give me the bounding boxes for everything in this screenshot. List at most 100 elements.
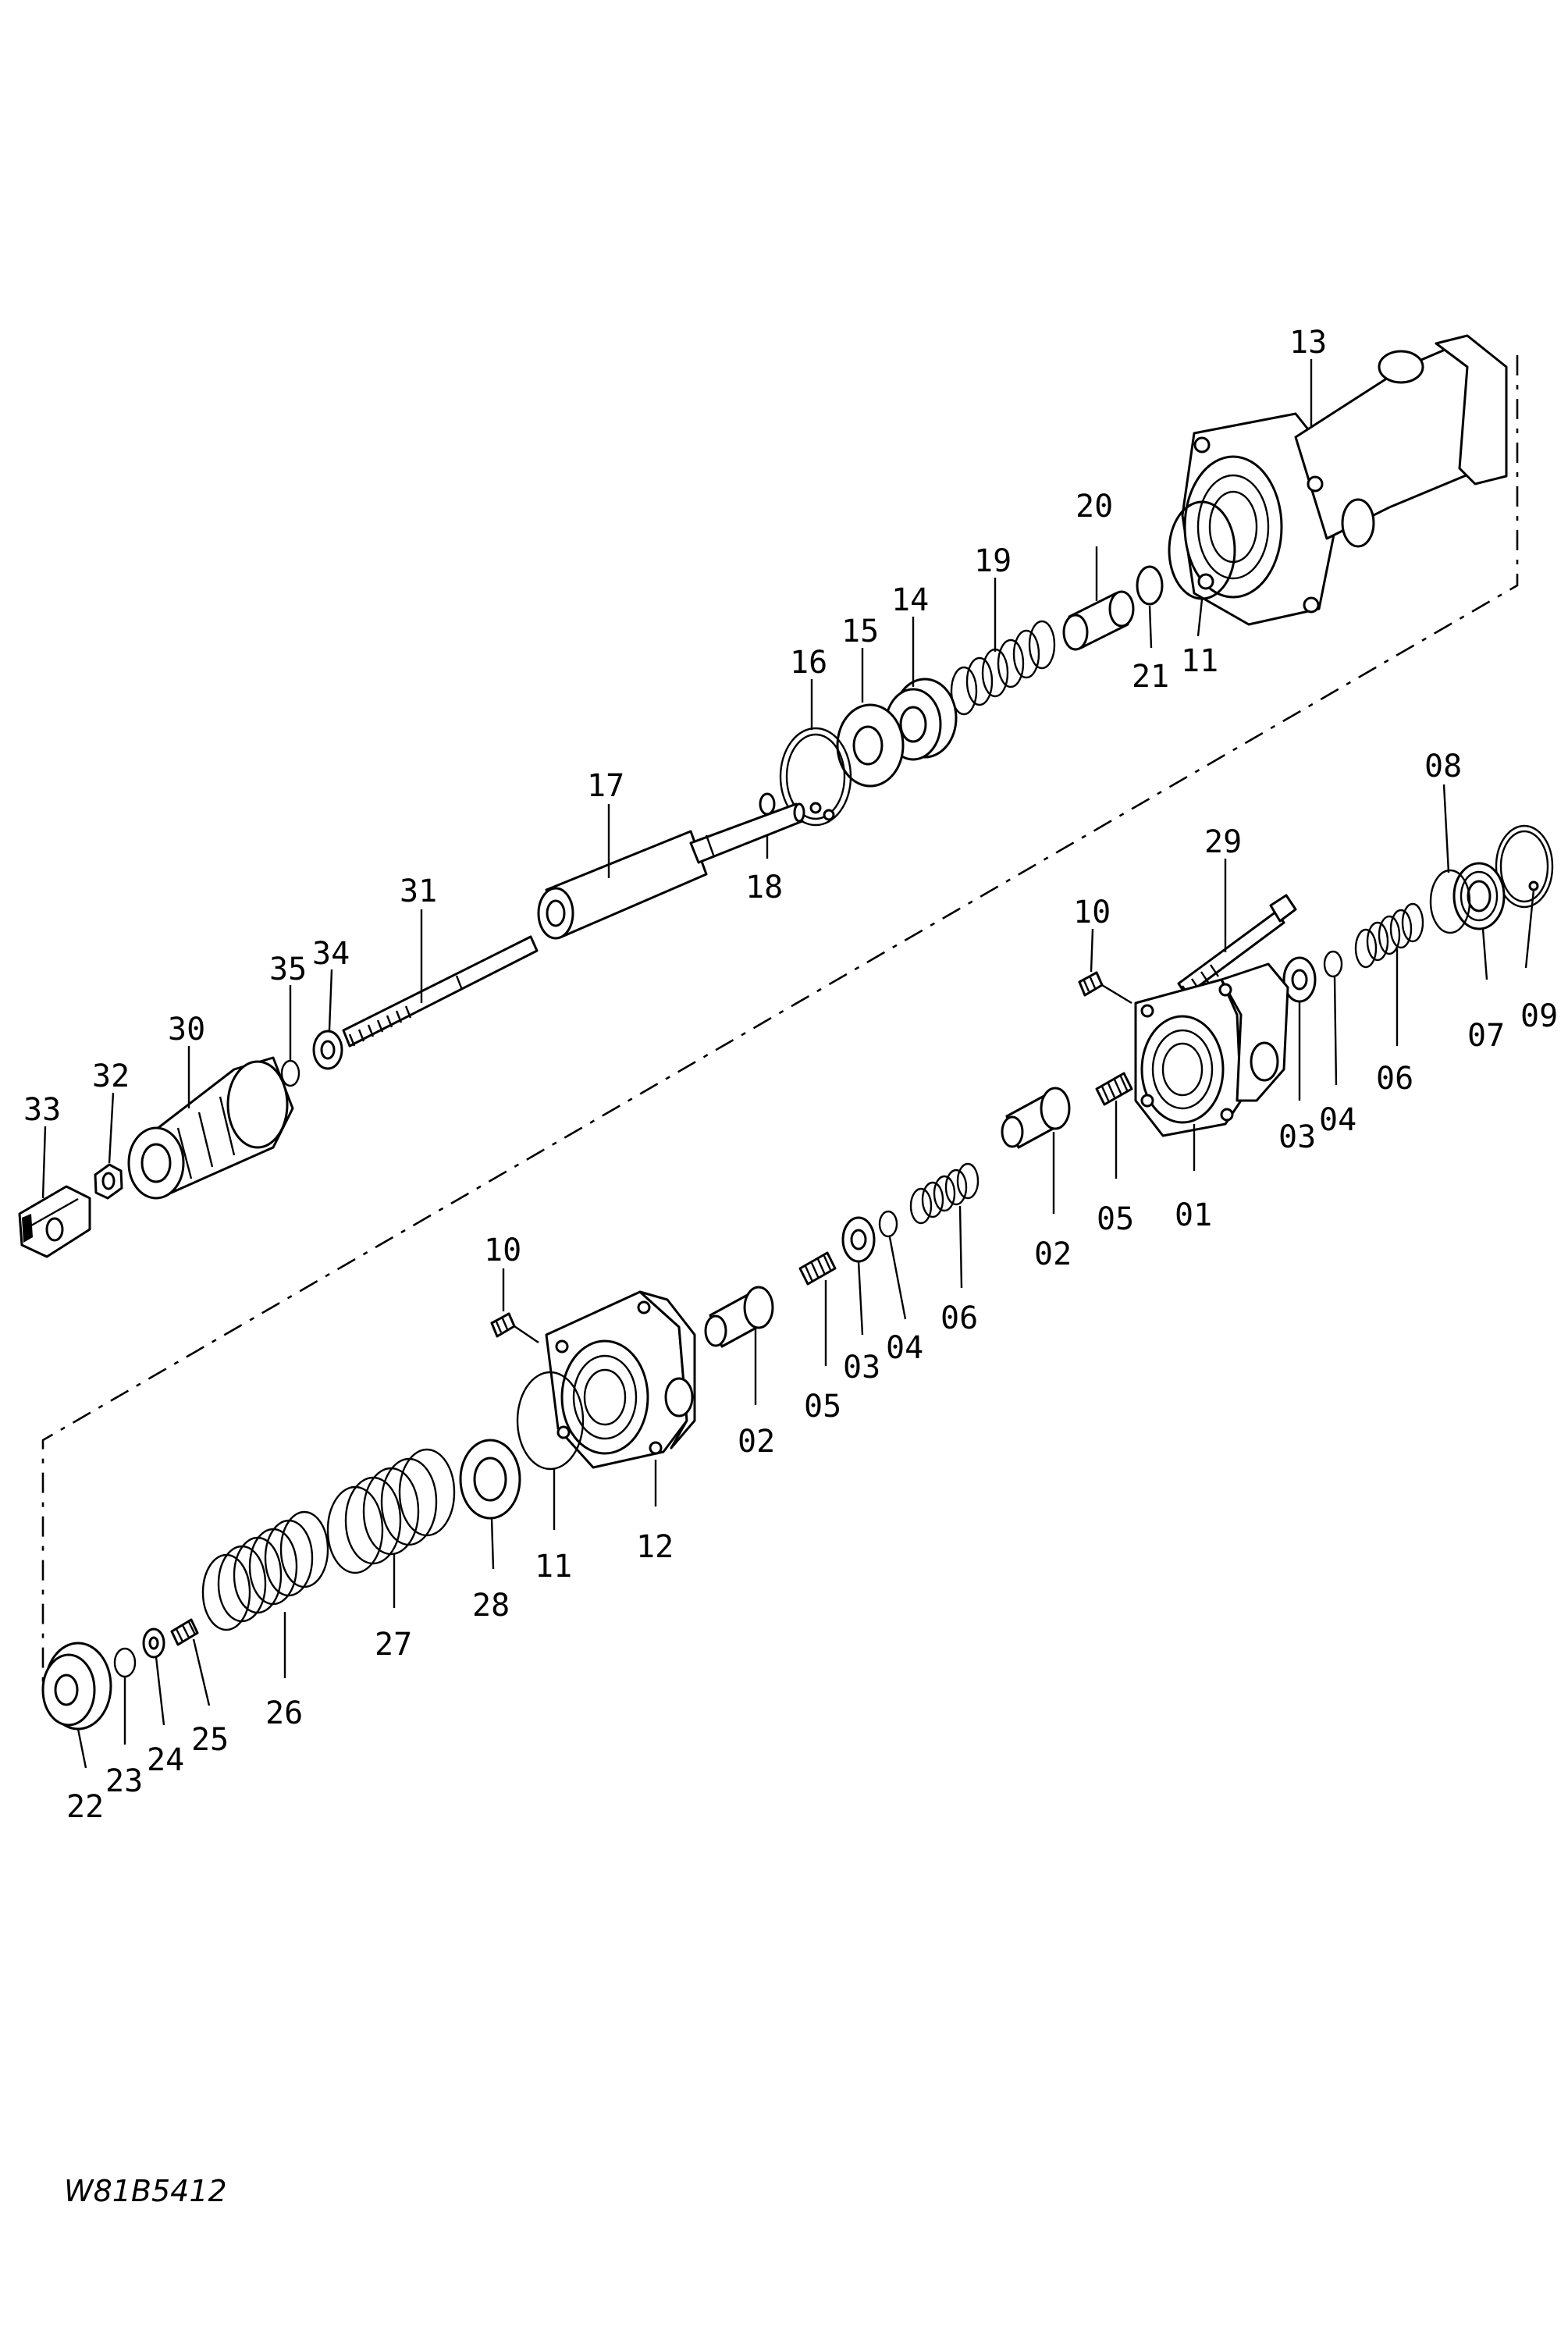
callout-32: 32	[92, 1058, 130, 1164]
callout-35-label: 35	[269, 952, 307, 987]
callout-04-lower-label: 04	[886, 1330, 923, 1366]
part-20-spool[interactable]	[1062, 590, 1135, 651]
callout-27: 27	[375, 1553, 412, 1663]
callout-11-lower: 11	[535, 1469, 572, 1585]
callout-02-lower-label: 02	[738, 1424, 775, 1460]
part-22-cap-washer[interactable]	[41, 1642, 112, 1731]
part-23-ring[interactable]	[113, 1647, 137, 1678]
callout-32-label: 32	[92, 1058, 130, 1094]
callout-13: 13	[1289, 325, 1327, 428]
part-11-o-ring-upper[interactable]	[1168, 500, 1236, 600]
part-19-spring[interactable]	[950, 620, 1056, 716]
callout-17: 17	[587, 768, 624, 878]
callout-03-lower-label: 03	[843, 1350, 880, 1386]
part-17-rod[interactable]	[537, 802, 805, 940]
callout-19-label: 19	[974, 543, 1012, 579]
part-13-housing[interactable]	[1181, 334, 1508, 626]
callout-25-label: 25	[191, 1722, 229, 1758]
callout-27-label: 27	[375, 1627, 412, 1663]
part-01-cover[interactable]	[1134, 962, 1289, 1137]
part-05-spring-lower[interactable]	[798, 1251, 837, 1286]
callout-03-upper-label: 03	[1278, 1119, 1316, 1155]
callout-25: 25	[191, 1638, 229, 1758]
callout-31: 31	[400, 873, 437, 1003]
callout-10-lower-label: 10	[484, 1233, 521, 1268]
part-11-o-ring-lower[interactable]	[516, 1371, 585, 1471]
callout-04-upper: 04	[1319, 976, 1356, 1138]
part-27-spring[interactable]	[326, 1448, 456, 1574]
callout-20: 20	[1076, 489, 1113, 601]
callout-21-label: 21	[1132, 659, 1169, 695]
part-05-spring-upper[interactable]	[1095, 1072, 1133, 1106]
callout-05-lower: 05	[804, 1280, 841, 1425]
callout-28: 28	[472, 1517, 510, 1624]
callout-19: 19	[974, 543, 1012, 652]
callout-11-lower-label: 11	[535, 1549, 572, 1585]
callout-13-label: 13	[1289, 325, 1327, 361]
callout-28-label: 28	[472, 1588, 510, 1624]
callout-05-upper: 05	[1097, 1101, 1134, 1237]
part-21-ring[interactable]	[1136, 565, 1164, 606]
drawing-code: W81B5412	[64, 2174, 227, 2208]
callout-05-lower-label: 05	[804, 1389, 841, 1425]
callout-02-upper: 02	[1034, 1132, 1072, 1272]
part-06-spring-lower[interactable]	[909, 1162, 980, 1225]
part-08-o-ring[interactable]	[1429, 869, 1471, 934]
callout-15: 15	[841, 614, 879, 703]
part-26-spring[interactable]	[201, 1510, 329, 1631]
callout-02-upper-label: 02	[1034, 1236, 1072, 1272]
callout-29-label: 29	[1204, 824, 1242, 860]
callout-11-upper: 11	[1181, 599, 1218, 679]
part-02-spool-upper[interactable]	[1001, 1087, 1071, 1149]
part-15-washer[interactable]	[836, 703, 905, 788]
part-04-ring-lower[interactable]	[878, 1210, 898, 1238]
callout-16: 16	[790, 645, 827, 730]
part-33-clevis[interactable]	[18, 1185, 91, 1258]
part-07-seal[interactable]	[1452, 862, 1506, 930]
callout-23-label: 23	[105, 1763, 143, 1799]
callout-22: 22	[66, 1728, 104, 1825]
part-03-washer-lower[interactable]	[841, 1216, 876, 1263]
part-06-spring-upper[interactable]	[1354, 902, 1424, 969]
part-18-ring[interactable]	[759, 792, 776, 816]
callout-15-label: 15	[841, 614, 879, 649]
callout-08-label: 08	[1424, 749, 1462, 784]
part-04-ring-upper[interactable]	[1323, 950, 1343, 978]
callout-22-label: 22	[66, 1789, 104, 1825]
callout-20-label: 20	[1076, 489, 1113, 525]
part-32-nut[interactable]	[94, 1163, 123, 1200]
assembly-axis-lines	[41, 355, 1519, 1686]
callout-35: 35	[269, 952, 307, 1060]
part-16-snap-ring[interactable]	[779, 727, 852, 827]
part-31-threaded-rod[interactable]	[342, 935, 539, 1048]
part-24-washer[interactable]	[142, 1627, 165, 1659]
callout-06-upper-label: 06	[1376, 1061, 1413, 1097]
callout-02-lower: 02	[738, 1327, 775, 1460]
callout-06-lower-label: 06	[940, 1300, 978, 1336]
callout-10-lower: 10	[484, 1233, 521, 1311]
callout-06-lower: 06	[940, 1205, 978, 1336]
callout-33: 33	[23, 1092, 61, 1199]
part-34-washer[interactable]	[312, 1030, 343, 1070]
part-10-set-screw-lower[interactable]	[490, 1312, 539, 1343]
callout-09: 09	[1520, 889, 1558, 1034]
callout-04-upper-label: 04	[1319, 1102, 1356, 1138]
callout-30: 30	[168, 1012, 205, 1108]
part-30-boot[interactable]	[127, 1056, 294, 1200]
callout-26: 26	[265, 1612, 303, 1731]
callout-34: 34	[312, 936, 350, 1031]
callout-10-upper: 10	[1073, 895, 1111, 973]
callout-33-label: 33	[23, 1092, 61, 1128]
callout-11-upper-label: 11	[1181, 643, 1218, 679]
callout-34-label: 34	[312, 936, 350, 972]
callout-26-label: 26	[265, 1695, 303, 1731]
part-02-spool-lower[interactable]	[704, 1286, 774, 1348]
part-28-washer[interactable]	[459, 1439, 521, 1520]
callout-21: 21	[1132, 605, 1169, 695]
callout-04-lower: 04	[886, 1236, 923, 1366]
part-35-ring[interactable]	[280, 1059, 300, 1087]
part-25-screw[interactable]	[170, 1618, 199, 1646]
part-10-set-screw-upper[interactable]	[1078, 971, 1132, 1005]
part-12-housing[interactable]	[545, 1290, 696, 1469]
callout-07-label: 07	[1467, 1018, 1505, 1054]
